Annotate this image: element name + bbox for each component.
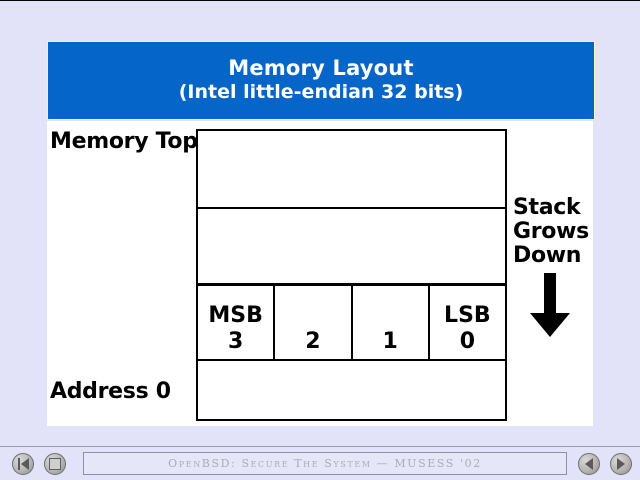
byte-number-3: 3 (227, 328, 244, 354)
previous-slide-button[interactable] (578, 453, 600, 475)
skip-back-icon (13, 454, 33, 474)
byte-number-0: 0 (459, 328, 476, 354)
memory-region-upper (198, 131, 505, 209)
stack-annotation-line-3: Down (513, 242, 582, 268)
stack-annotation-line-2: Grows (513, 218, 589, 244)
stop-button[interactable] (44, 453, 66, 475)
stack-annotation-line-1: Stack (513, 195, 581, 220)
byte-tag-lsb: LSB (444, 302, 491, 328)
arrow-right-icon (611, 454, 631, 474)
stop-square-icon (45, 454, 65, 474)
slide-content-area: Memory Top Address 0 MSB 3 2 1 (47, 121, 593, 426)
memory-layout-table: MSB 3 2 1 LSB 0 (196, 129, 507, 421)
byte-cell-3: MSB 3 (198, 286, 276, 359)
memory-region-middle (198, 209, 505, 286)
byte-number-2: 2 (305, 328, 321, 354)
slide-title-banner: Memory Layout (Intel little-endian 32 bi… (47, 41, 595, 120)
byte-number-1: 1 (382, 328, 398, 354)
arrow-down-icon (527, 273, 573, 343)
byte-cell-0: LSB 0 (430, 286, 505, 359)
slide-title-primary: Memory Layout (228, 56, 414, 81)
memory-region-lower (198, 361, 505, 419)
byte-cell-2: 2 (275, 286, 353, 359)
byte-tag-msb: MSB (208, 302, 263, 328)
presentation-control-bar: OpenBSD: Secure The System — MUSESS '02 (0, 446, 640, 480)
byte-cell-1: 1 (353, 286, 430, 359)
first-slide-button[interactable] (12, 453, 34, 475)
stack-grows-down-annotation: Stack Grows Down (513, 196, 591, 343)
byte-lane-row: MSB 3 2 1 LSB 0 (198, 286, 505, 361)
status-bar: OpenBSD: Secure The System — MUSESS '02 (83, 452, 567, 475)
slide-viewer: Memory Layout (Intel little-endian 32 bi… (0, 0, 640, 426)
arrow-left-icon (579, 454, 599, 474)
next-slide-button[interactable] (610, 453, 632, 475)
address-zero-label: Address 0 (50, 379, 171, 404)
memory-top-label: Memory Top (50, 129, 198, 154)
slide-title-secondary: (Intel little-endian 32 bits) (178, 81, 464, 104)
status-bar-text: OpenBSD: Secure The System — MUSESS '02 (168, 457, 482, 470)
